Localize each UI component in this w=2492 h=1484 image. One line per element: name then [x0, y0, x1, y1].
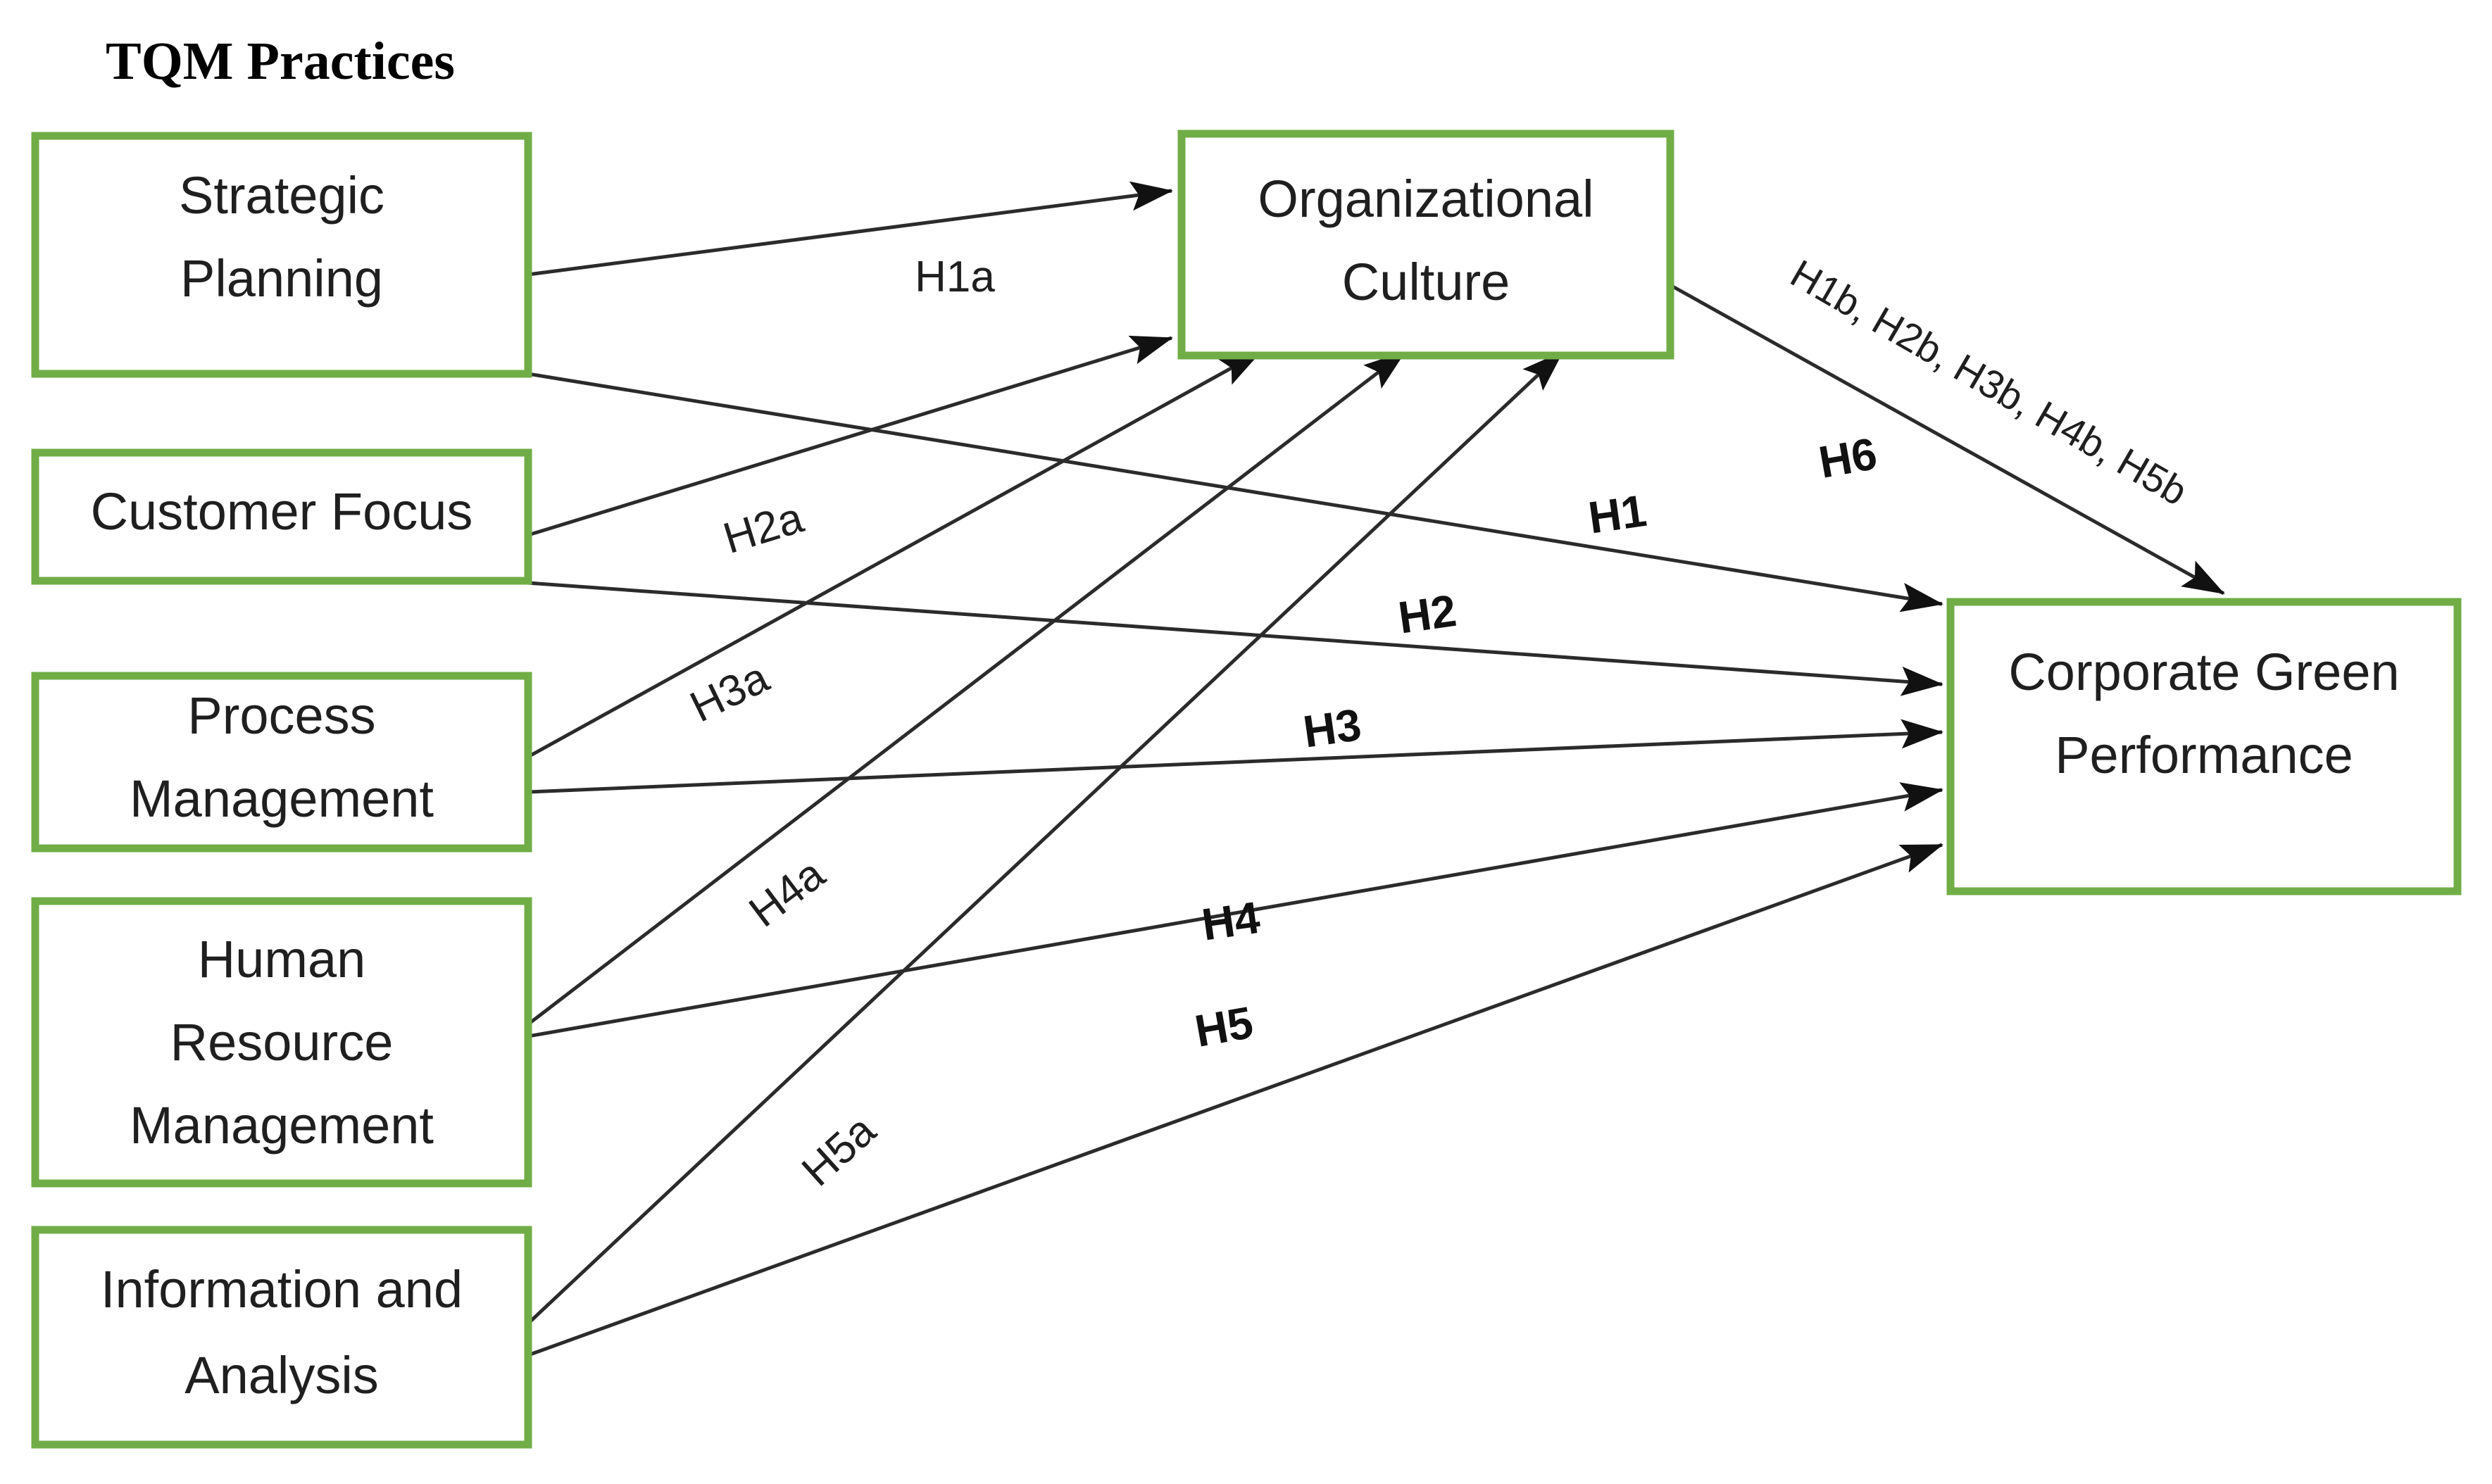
diagram-title: TQM Practices: [106, 32, 455, 91]
edge-line-h1: [527, 372, 1943, 612]
edge-line-h6: [1669, 283, 2225, 596]
node-box: [1177, 130, 1674, 360]
node-organizational-culture: Organizational Culture: [1177, 130, 1674, 360]
node-corporate-green-performance: Corporate Green Performance: [1946, 598, 2462, 895]
node-label: Analysis: [184, 1346, 379, 1404]
node-label: Resource: [170, 1013, 394, 1071]
hypothesis-label-h3: H3: [1300, 699, 1364, 757]
node-box: [31, 1226, 532, 1449]
edge-line-h2: [527, 581, 1943, 696]
node-label: Culture: [1342, 253, 1510, 311]
hypothesis-label-h4: H4: [1198, 892, 1263, 950]
edge-line-h5: [527, 843, 1943, 1357]
hypothesis-label-h5a: H5a: [793, 1106, 885, 1196]
node-label: Organizational: [1258, 170, 1593, 228]
edge-line-h5a: [527, 351, 1564, 1325]
node-box: [31, 897, 532, 1188]
node-label: Corporate Green: [2008, 643, 2399, 701]
node-label: Human: [198, 930, 366, 988]
edge-line-h1a: [527, 181, 1173, 277]
node-label: Customer Focus: [91, 482, 473, 541]
edge-line-h2a: [527, 335, 1173, 537]
node-human-resource-management: Human Resource Management: [31, 897, 532, 1188]
node-box: [31, 448, 532, 585]
node-process-management: Process Management: [31, 672, 532, 853]
edge-line-h3: [527, 719, 1943, 794]
node-customer-focus: Customer Focus: [31, 448, 532, 585]
node-label: Performance: [2055, 726, 2353, 784]
hypothesis-label-h2a: H2a: [718, 493, 809, 563]
edge-line-h3a: [527, 350, 1262, 759]
node-information-and-analysis: Information and Analysis: [31, 1226, 532, 1449]
node-box: [31, 132, 532, 378]
hypothesis-label-h4a: H4a: [740, 850, 834, 937]
edge-line-h4: [527, 782, 1943, 1038]
edge-line-h4a: [527, 351, 1406, 1026]
hypothesis-label-h1: H1: [1585, 485, 1649, 543]
node-label: Planning: [180, 249, 383, 308]
node-label: Strategic: [179, 166, 384, 225]
hypothesis-label-h5: H5: [1191, 997, 1257, 1057]
node-label: Process: [187, 686, 375, 745]
node-label: Management: [130, 1096, 434, 1155]
node-label: Information and: [101, 1260, 463, 1319]
node-box: [31, 672, 532, 853]
node-box: [1946, 598, 2462, 895]
hypothesis-label-h6: H6: [1815, 428, 1881, 488]
node-strategic-planning: Strategic Planning: [31, 132, 532, 378]
hypothesis-label-h1a: H1a: [915, 253, 995, 301]
node-label: Management: [130, 769, 434, 828]
hypothesis-label-h2: H2: [1395, 585, 1459, 643]
